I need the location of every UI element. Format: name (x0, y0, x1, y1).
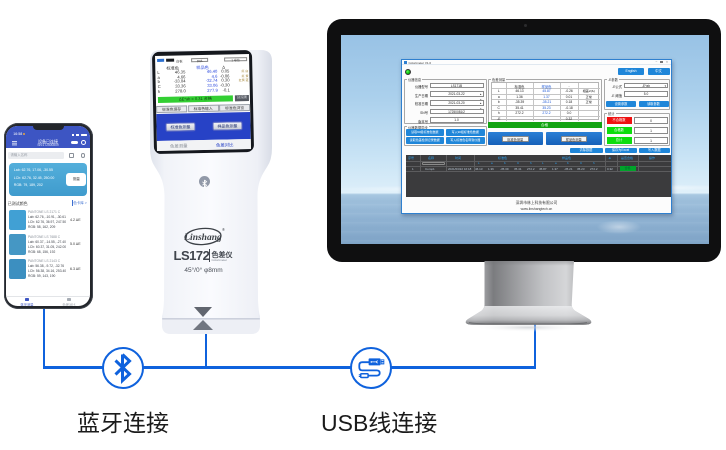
svg-text:Linshang: Linshang (183, 233, 222, 243)
svg-text:®: ® (222, 227, 225, 232)
